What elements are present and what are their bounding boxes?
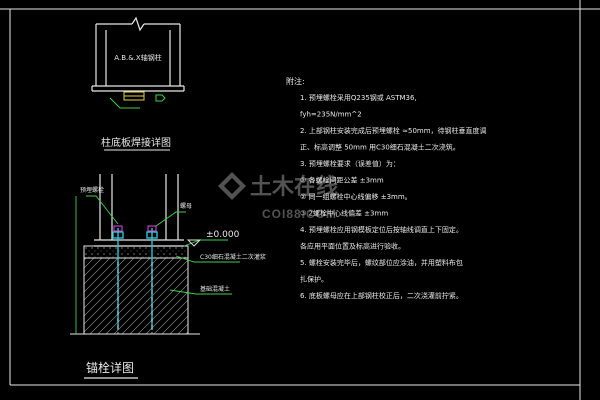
note-line: 1. 预埋螺栓采用Q235钢或 ASTM36,: [300, 93, 417, 102]
column-base-title: 柱底板焊接详图: [101, 136, 171, 149]
note-line: 3. 预埋螺栓要求（误差值）为：: [300, 159, 400, 168]
note-line: 4. 预埋螺栓应用钢模板定位后按轴线调直上下固定。: [300, 225, 463, 234]
notes-lines: 1. 预埋螺栓采用Q235钢或 ASTM36, fyh=235N/mm^2 2. …: [300, 93, 487, 300]
column-base-detail: A.B.&.X轴钢柱 柱底板焊接详图: [91, 16, 185, 151]
note-line: fyh=235N/mm^2: [300, 111, 362, 119]
label-grout: C30细石混凝土二次灌浆: [200, 253, 266, 261]
note-line: 正、标高调整 50mm 用C30细石混凝土二次浇筑。: [300, 143, 460, 152]
leader-foundation: [169, 289, 232, 295]
note-line: ② 同一组螺栓中心线偏移 ±3mm。: [300, 192, 412, 201]
notes-block: 附注: 1. 预埋螺栓采用Q235钢或 ASTM36, fyh=235N/mm^…: [286, 76, 487, 300]
label-foundation: 基础混凝土: [200, 285, 230, 293]
note-line: 各应用平面位置及标高进行验收。: [300, 242, 405, 251]
foundation-concrete: [83, 257, 189, 335]
watermark: 土木在线 COI88.COM: [218, 172, 338, 221]
label-nut: 螺母: [180, 202, 192, 210]
column-label: A.B.&.X轴钢柱: [114, 53, 161, 62]
leader-grout: [175, 255, 240, 263]
watermark-text-cn: 土木在线: [250, 174, 338, 199]
elevation-marker-icon: [186, 239, 202, 247]
watermark-logo-icon: [218, 172, 246, 200]
grout-layer: [83, 245, 189, 259]
note-line: 6. 底板螺母应在上部钢柱校正后，二次浇灌前拧紧。: [300, 291, 463, 300]
note-line: 5. 螺栓安装完毕后，螺纹部位应涂油，并用塑料布包: [300, 258, 463, 267]
leader-nut: [155, 211, 186, 227]
note-line: ① 各螺栓间距公差 ±3mm: [300, 176, 384, 185]
leader-anchor: [86, 195, 119, 225]
label-elevation: ±0.000: [206, 230, 240, 240]
note-line: 2. 上部钢柱安装完成后预埋螺栓 ≈50mm，待钢柱垂直度调: [300, 126, 487, 135]
note-line: ③ 2螺栓中心线偏差 ±3mm: [300, 209, 388, 218]
anchor-detail-title: 锚栓详图: [86, 360, 134, 375]
anchor-bolt-detail: 预埋螺栓 螺母 ±0.000 C30细石混凝土二次灌浆 基础混凝土 锚栓详图: [70, 174, 266, 379]
note-line: 扎保护。: [300, 275, 328, 284]
label-anchor-bolt: 预埋螺栓: [80, 186, 104, 194]
notes-heading: 附注:: [286, 76, 305, 86]
watermark-text-en: COI88.COM: [262, 207, 337, 221]
